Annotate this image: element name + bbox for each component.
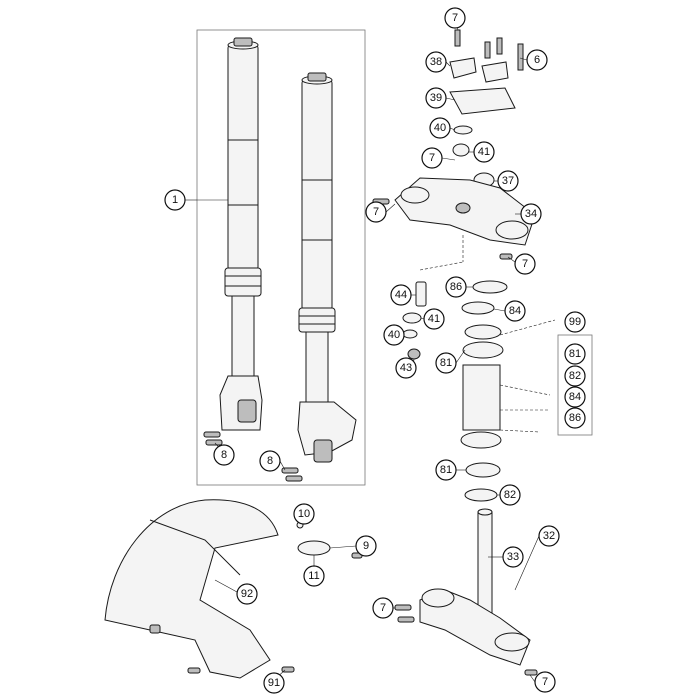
svg-text:39: 39	[430, 92, 442, 104]
svg-text:6: 6	[534, 54, 540, 66]
callout-7-top: 7	[444, 7, 466, 29]
svg-text:41: 41	[478, 146, 490, 158]
callout-6: 6	[526, 49, 548, 71]
callout-84: 84	[504, 300, 526, 322]
bearing-lower	[460, 431, 502, 502]
callout-33: 33	[502, 546, 524, 568]
svg-text:82: 82	[569, 370, 581, 382]
callout-40-lower: 40	[383, 324, 405, 346]
svg-text:7: 7	[522, 258, 528, 270]
callout-11: 11	[303, 565, 325, 587]
washer-and-nut	[452, 125, 495, 188]
callout-38: 38	[425, 51, 447, 73]
handlebar-clamp-upper	[449, 87, 516, 115]
svg-text:44: 44	[395, 289, 407, 301]
callout-8-right: 8	[259, 450, 281, 472]
upper-triple-clamp	[372, 177, 536, 260]
svg-text:99: 99	[569, 316, 581, 328]
bearing-cover	[472, 280, 508, 294]
callout-7-fourth: 7	[514, 253, 536, 275]
callout-86: 86	[445, 276, 467, 298]
callout-39: 39	[425, 87, 447, 109]
svg-text:86: 86	[450, 281, 462, 293]
svg-text:43: 43	[400, 362, 412, 374]
callout-7-third: 7	[365, 201, 387, 223]
svg-text:9: 9	[363, 540, 369, 552]
svg-text:33: 33	[507, 551, 519, 563]
svg-text:7: 7	[380, 602, 386, 614]
callout-32: 32	[538, 525, 560, 547]
brake-line-clamp	[296, 521, 363, 559]
callout-8-left: 8	[213, 444, 235, 466]
spacer-sleeve	[415, 281, 427, 307]
callout-37: 37	[497, 170, 519, 192]
callout-99-kit: 99	[564, 311, 586, 333]
svg-text:8: 8	[267, 455, 273, 467]
svg-text:34: 34	[525, 208, 537, 220]
svg-text:1: 1	[172, 194, 178, 206]
callout-92: 92	[236, 583, 258, 605]
svg-text:84: 84	[509, 305, 521, 317]
svg-text:32: 32	[543, 530, 555, 542]
kit-item-86: 86	[564, 407, 586, 429]
callout-41-upper: 41	[473, 141, 495, 163]
callout-43: 43	[395, 357, 417, 379]
svg-text:91: 91	[268, 677, 280, 689]
seal-ring-upper	[461, 301, 495, 315]
callout-81-lower: 81	[435, 459, 457, 481]
svg-text:81: 81	[440, 357, 452, 369]
kit-item-81: 81	[564, 343, 586, 365]
callout-40-upper: 40	[429, 117, 451, 139]
front-fender	[104, 499, 295, 679]
right-fork-leg	[297, 72, 357, 463]
svg-text:38: 38	[430, 56, 442, 68]
callout-1: 1	[164, 189, 186, 211]
svg-text:37: 37	[502, 175, 514, 187]
steering-axis-dash-2	[419, 261, 464, 271]
callout-44: 44	[390, 284, 412, 306]
svg-text:41: 41	[428, 313, 440, 325]
left-fork-leg	[219, 37, 263, 431]
fork-foot-screws-left	[203, 431, 223, 446]
callout-10: 10	[293, 503, 315, 525]
callout-82: 82	[499, 484, 521, 506]
bearing-upper	[462, 324, 504, 359]
svg-text:8: 8	[221, 449, 227, 461]
frame-head-tube	[462, 319, 556, 433]
handlebar-clamp-screws	[454, 29, 524, 71]
svg-text:11: 11	[308, 570, 319, 582]
svg-text:40: 40	[388, 329, 400, 341]
svg-text:84: 84	[569, 391, 581, 403]
svg-text:82: 82	[504, 489, 516, 501]
callout-7-lower-left: 7	[372, 597, 394, 619]
svg-text:10: 10	[298, 508, 310, 520]
svg-text:81: 81	[440, 464, 452, 476]
small-nut-washer	[402, 312, 422, 360]
callout-9: 9	[355, 535, 377, 557]
kit-item-82: 82	[564, 365, 586, 387]
svg-text:86: 86	[569, 412, 581, 424]
svg-text:7: 7	[542, 676, 548, 688]
fork-assembly-frame	[196, 29, 366, 486]
callout-91: 91	[263, 672, 285, 694]
svg-text:81: 81	[569, 348, 581, 360]
svg-text:92: 92	[241, 588, 253, 600]
callout-41-lower: 41	[423, 308, 445, 330]
fork-foot-screws-right	[281, 467, 303, 482]
kit-item-84: 84	[564, 386, 586, 408]
callout-7-second: 7	[421, 147, 443, 169]
svg-text:7: 7	[429, 152, 435, 164]
callout-7-lower-right: 7	[534, 671, 556, 693]
callout-81-upper: 81	[435, 352, 457, 374]
svg-text:7: 7	[373, 206, 379, 218]
handlebar-clamp-lower	[449, 57, 509, 83]
svg-text:40: 40	[434, 122, 446, 134]
callout-34: 34	[520, 203, 542, 225]
svg-text:7: 7	[452, 12, 458, 24]
lower-triple-clamp	[394, 508, 538, 676]
repair-kit-frame	[557, 334, 593, 436]
